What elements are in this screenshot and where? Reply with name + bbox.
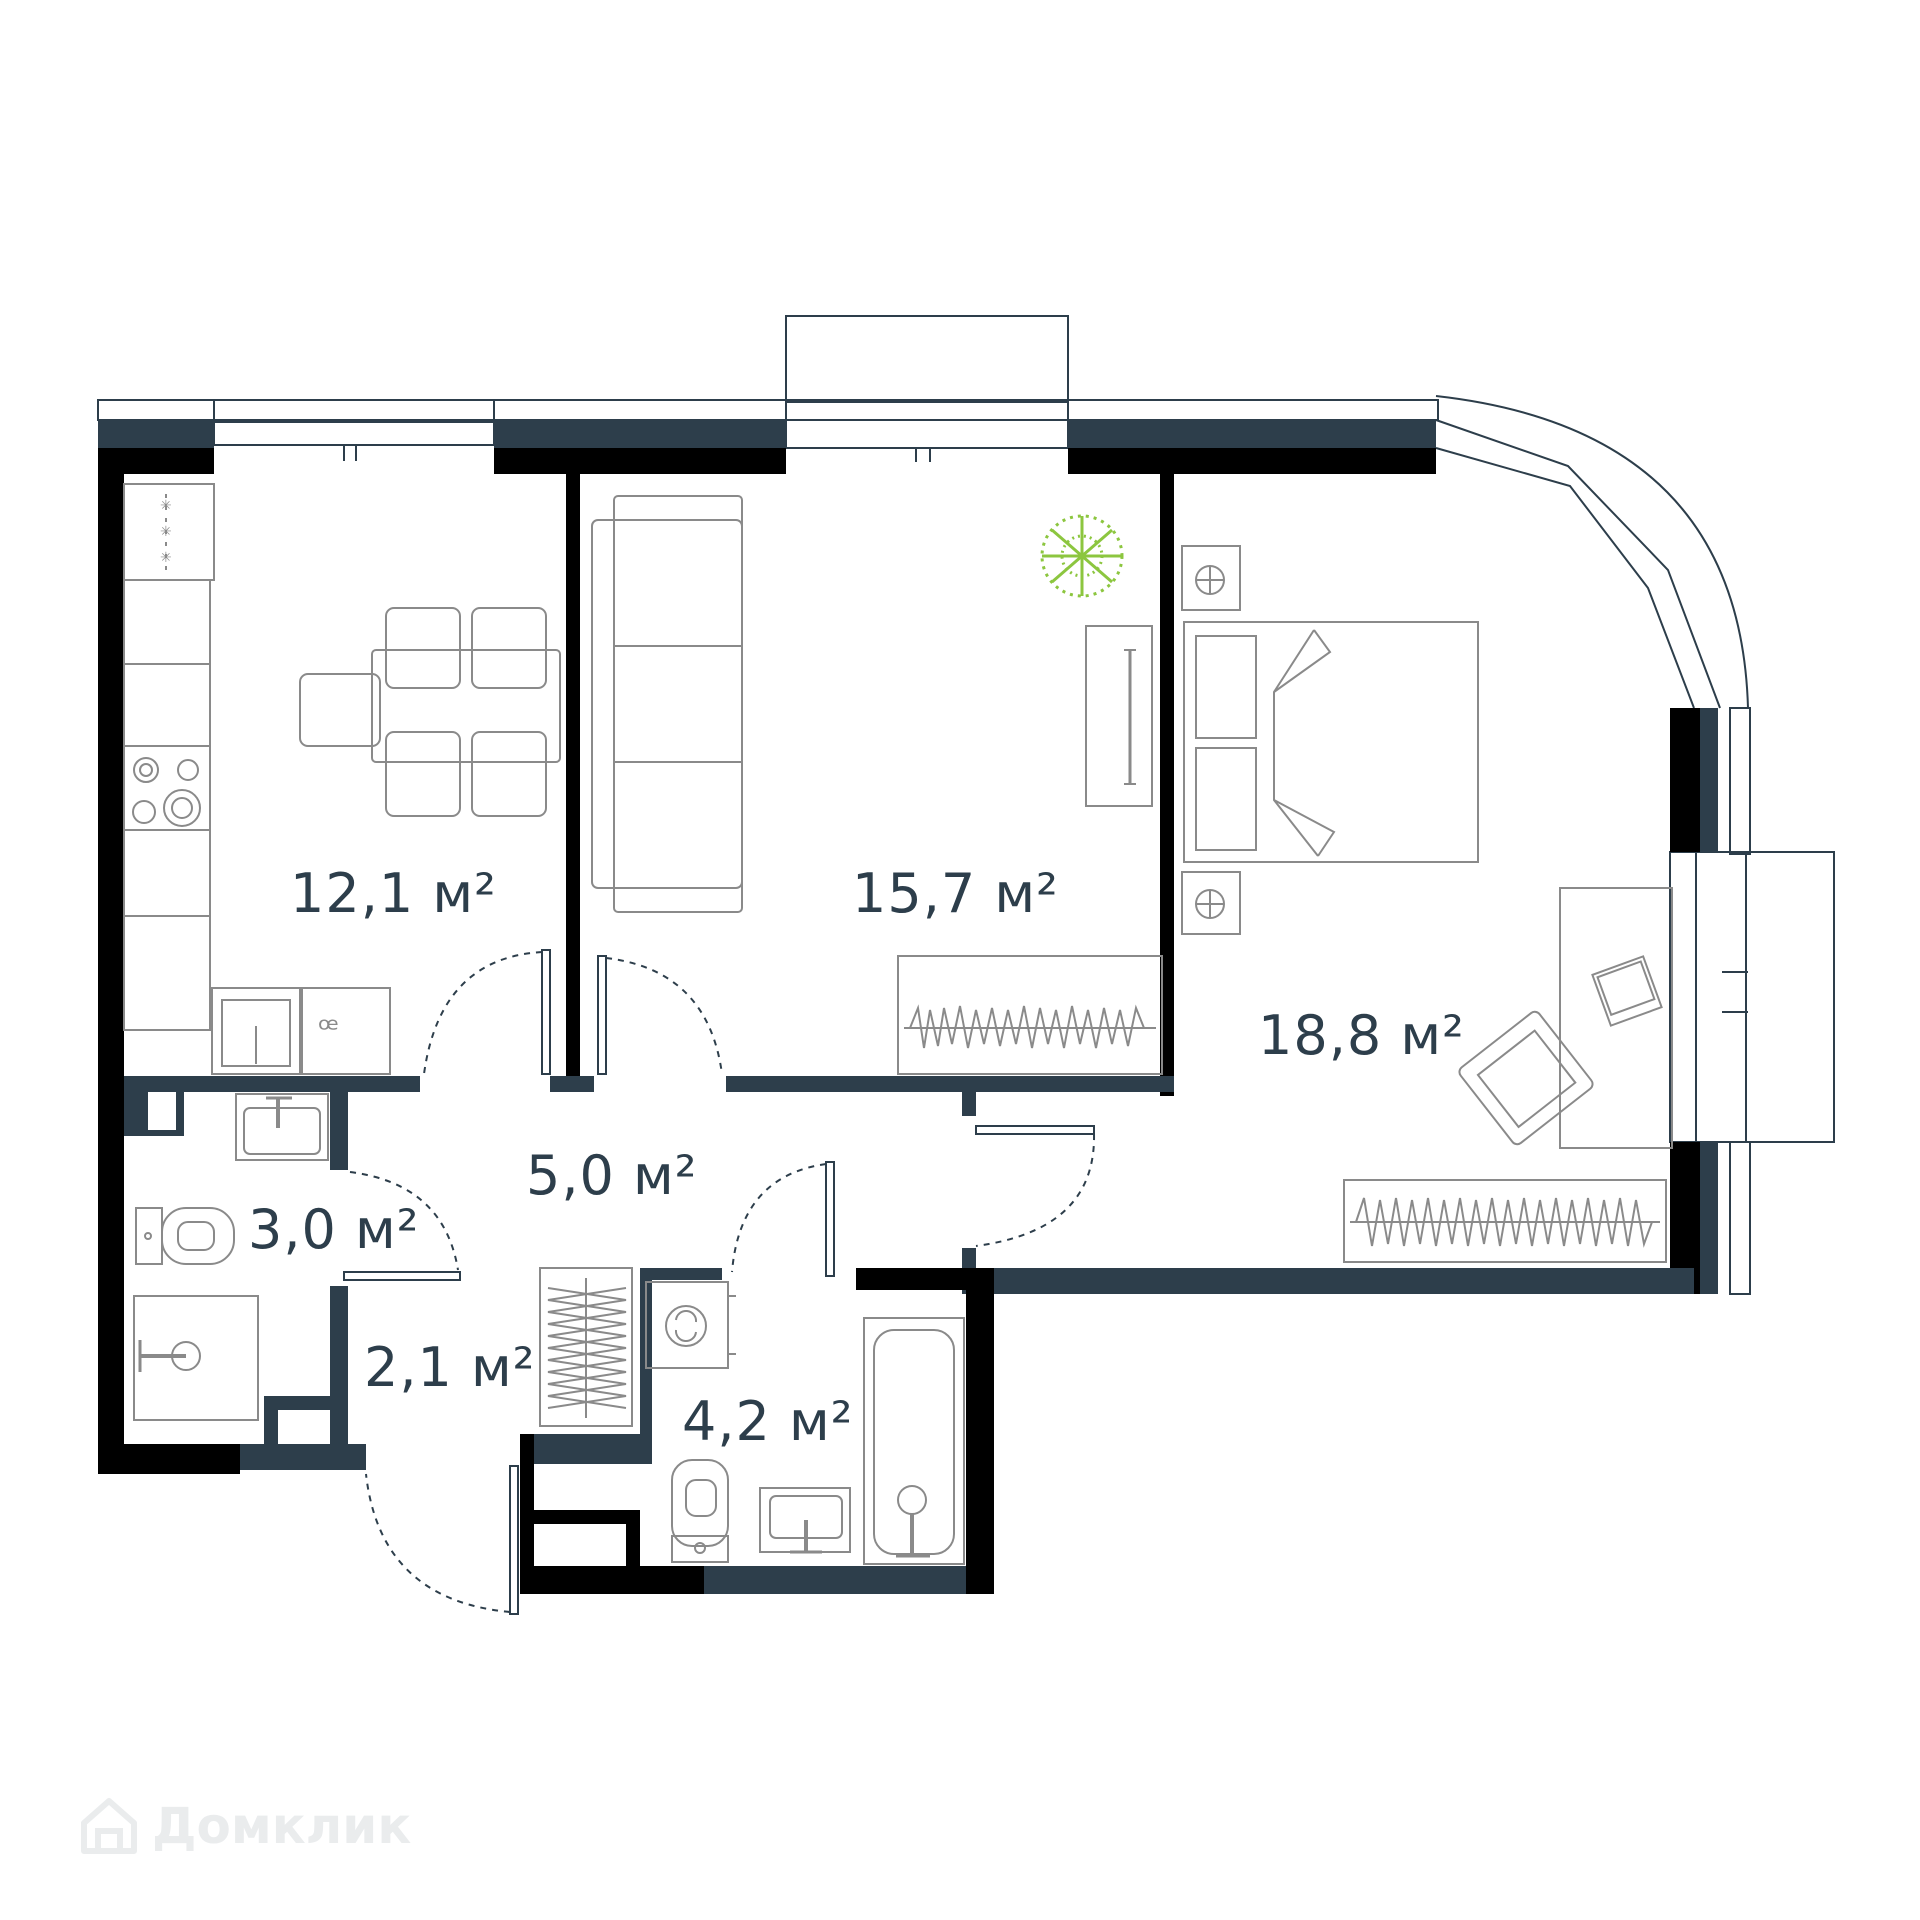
shower-icon	[133, 1295, 259, 1421]
dishwasher-icon: ꟹ	[318, 1010, 339, 1048]
svg-text:✳: ✳	[160, 550, 172, 566]
watermark: Домклик	[78, 1795, 411, 1857]
room-area-corridor: 2,1 м²	[364, 1336, 536, 1399]
svg-text:✳: ✳	[160, 524, 172, 540]
kitchen-furniture: ✳ ✳ ✳ ꟹ	[123, 483, 561, 1075]
bedroom-furniture	[1181, 545, 1673, 1263]
plant-icon	[1040, 514, 1124, 598]
washing-machine-icon	[645, 1281, 729, 1369]
room-area-living: 15,7 м²	[852, 862, 1059, 925]
living-furniture	[591, 495, 1163, 1075]
stove-icon	[132, 757, 201, 827]
bathroom-furniture	[133, 1093, 965, 1565]
house-icon	[81, 1798, 137, 1854]
doors	[343, 949, 1096, 1615]
toilet-icon-2	[671, 1459, 729, 1547]
room-area-bathroom: 3,0 м²	[248, 1198, 420, 1261]
room-area-hall: 5,0 м²	[526, 1144, 698, 1207]
room-area-bedroom: 18,8 м²	[1258, 1004, 1465, 1067]
room-area-bathroom-2: 4,2 м²	[682, 1390, 854, 1453]
laptop-icon	[1591, 955, 1663, 1027]
toilet-icon	[135, 1207, 163, 1265]
walls	[98, 420, 1718, 1594]
burner-icon: ✳	[160, 498, 172, 514]
room-area-kitchen: 12,1 м²	[290, 862, 497, 925]
watermark-text: Домклик	[152, 1797, 412, 1855]
bathtub-icon	[863, 1317, 965, 1565]
